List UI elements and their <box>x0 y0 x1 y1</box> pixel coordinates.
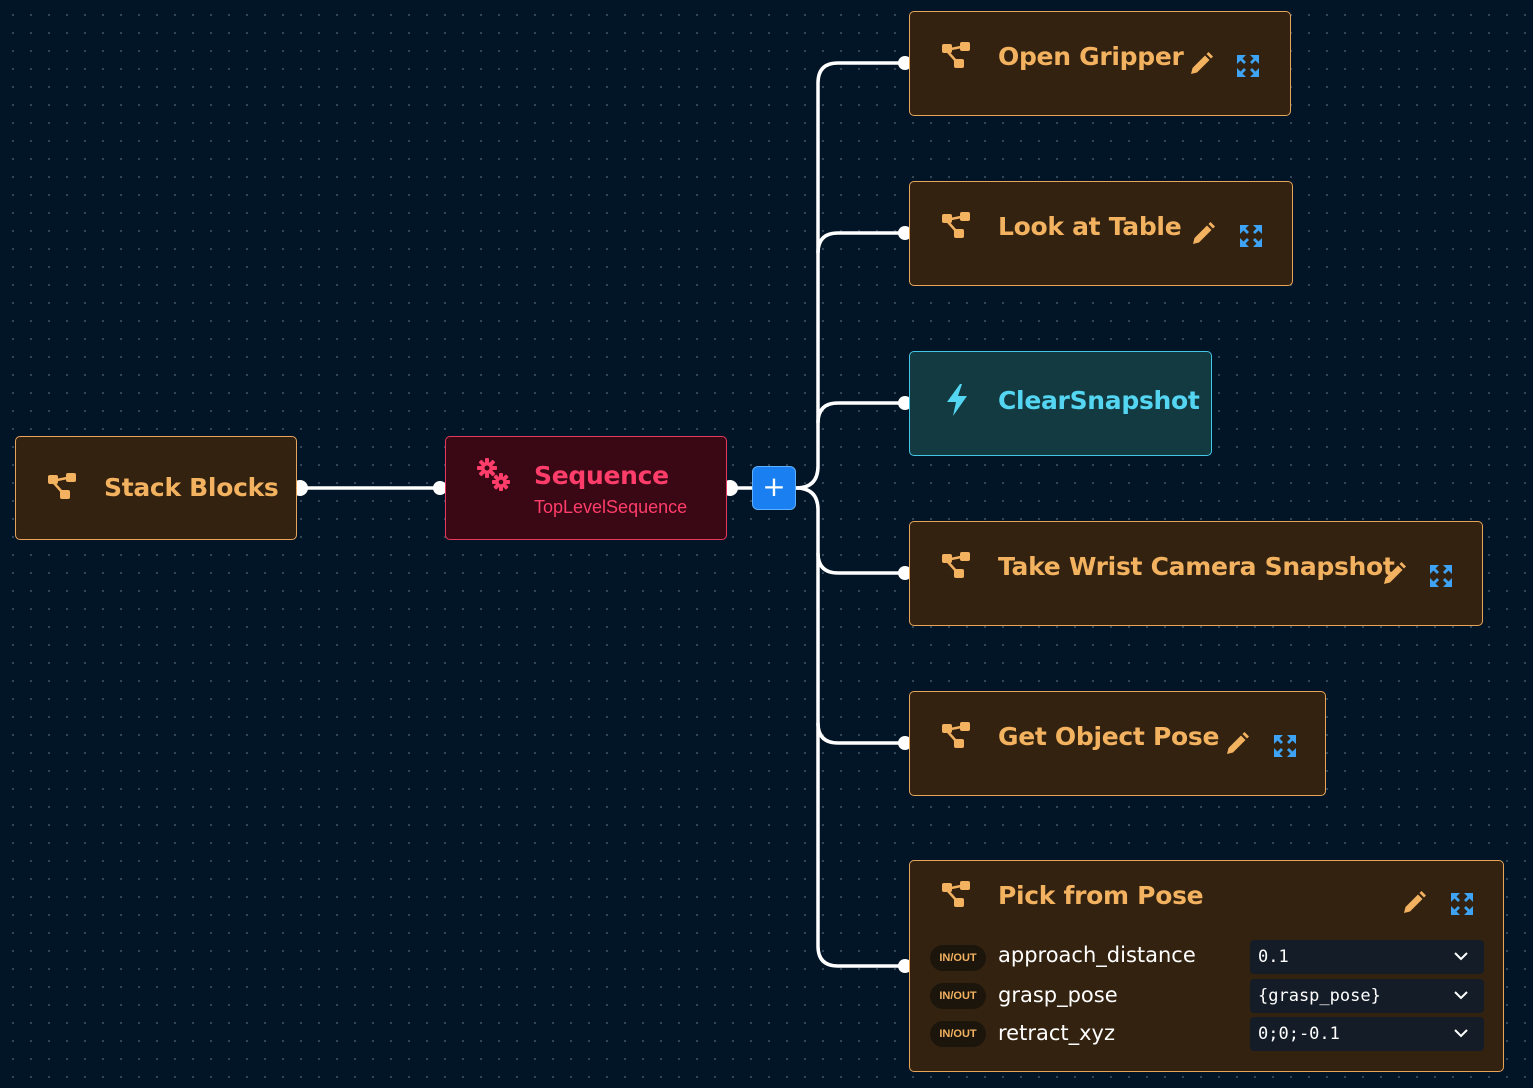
expand-icon[interactable] <box>1450 892 1474 916</box>
port-name: approach_distance <box>998 943 1196 967</box>
node-title: Look at Table <box>998 212 1182 241</box>
lightning-icon <box>947 384 967 416</box>
port-direction-badge: IN/OUT <box>930 945 986 971</box>
subtree-icon <box>942 212 970 238</box>
node-title: Stack Blocks <box>104 473 279 502</box>
expand-icon[interactable] <box>1236 54 1260 78</box>
port-value-select[interactable]: 0;0;-0.1 <box>1250 1017 1484 1051</box>
gears-icon <box>477 458 510 491</box>
port-value-select[interactable]: 0.1 <box>1250 940 1484 974</box>
node-sequence[interactable]: Sequence TopLevelSequence <box>445 436 727 540</box>
subtree-icon <box>942 42 970 68</box>
chevron-down-icon <box>1454 952 1468 961</box>
port-direction-badge: IN/OUT <box>930 1021 986 1047</box>
node-subtitle: TopLevelSequence <box>534 497 688 517</box>
port-value: {grasp_pose} <box>1258 986 1381 1006</box>
edge-trunk-down <box>795 486 904 968</box>
node-open-gripper[interactable]: Open Gripper <box>909 11 1291 116</box>
port-dot <box>898 736 912 750</box>
node-get-object-pose[interactable]: Get Object Pose <box>909 691 1326 796</box>
node-look-at-table[interactable]: Look at Table <box>909 181 1293 286</box>
port-dot <box>898 566 912 580</box>
subtree-icon <box>48 473 76 499</box>
port-name: grasp_pose <box>998 983 1118 1007</box>
node-title: Take Wrist Camera Snapshot <box>998 552 1395 581</box>
port-name: retract_xyz <box>998 1021 1115 1045</box>
subtree-icon <box>942 722 970 748</box>
node-title: Open Gripper <box>998 42 1184 71</box>
chevron-down-icon <box>1454 991 1468 1000</box>
chevron-down-icon <box>1454 1029 1468 1038</box>
add-child-button[interactable]: + <box>752 466 796 510</box>
pencil-icon[interactable] <box>1191 222 1215 246</box>
port-value-select[interactable]: {grasp_pose} <box>1250 979 1484 1013</box>
edge-to-look-at-table <box>816 231 904 254</box>
port-dot <box>433 481 447 495</box>
port-dot <box>898 396 912 410</box>
node-title: Get Object Pose <box>998 722 1220 751</box>
expand-icon[interactable] <box>1273 734 1297 758</box>
port-dot <box>898 56 912 70</box>
edge-to-get-object-pose <box>816 722 904 745</box>
port-dot <box>898 959 912 973</box>
port-dot <box>898 226 912 240</box>
node-stack-blocks[interactable]: Stack Blocks <box>15 436 297 540</box>
node-clear-snapshot[interactable]: ClearSnapshot <box>909 351 1212 456</box>
expand-icon[interactable] <box>1239 224 1263 248</box>
port-direction-badge: IN/OUT <box>930 983 986 1009</box>
node-title: Sequence <box>534 461 669 490</box>
edge-to-open-gripper <box>795 61 904 490</box>
subtree-icon <box>942 552 970 578</box>
subtree-icon <box>942 881 970 907</box>
edge-to-clear-snapshot <box>816 401 904 424</box>
node-take-wrist-camera-snapshot[interactable]: Take Wrist Camera Snapshot <box>909 521 1483 626</box>
port-value: 0.1 <box>1258 947 1289 967</box>
node-title: Pick from Pose <box>998 881 1204 910</box>
pencil-icon[interactable] <box>1402 891 1426 915</box>
node-pick-from-pose[interactable]: Pick from Pose IN/OUT approach_distance … <box>909 860 1504 1072</box>
expand-icon[interactable] <box>1429 564 1453 588</box>
pencil-icon[interactable] <box>1382 562 1406 586</box>
node-title: ClearSnapshot <box>998 386 1200 415</box>
port-value: 0;0;-0.1 <box>1258 1024 1340 1044</box>
pencil-icon[interactable] <box>1189 52 1213 76</box>
edge-to-take-snapshot <box>816 552 904 575</box>
pencil-icon[interactable] <box>1225 732 1249 756</box>
